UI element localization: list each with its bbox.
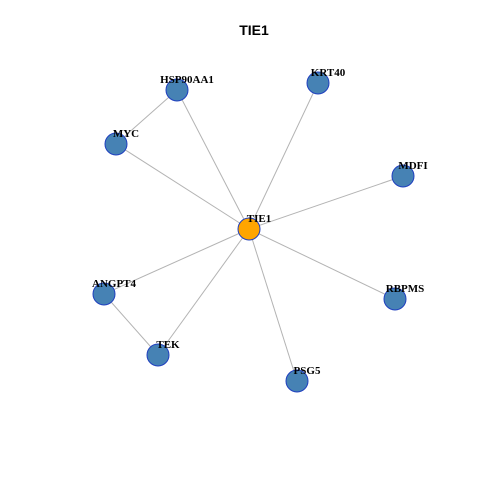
- edge-myc-hsp90aa1: [115, 89, 178, 145]
- edge-angpt4-tek: [103, 293, 159, 356]
- edge-tie1-mdfi: [248, 175, 404, 230]
- node-label-psg5: PSG5: [294, 365, 321, 377]
- diagram-title: TIE1: [239, 22, 269, 38]
- node-hsp90aa1[interactable]: [165, 78, 189, 102]
- edge-tie1-hsp90aa1: [176, 89, 250, 230]
- node-label-krt40: KRT40: [311, 67, 346, 79]
- edge-tie1-psg5: [248, 228, 298, 382]
- node-tie1[interactable]: [237, 217, 261, 241]
- node-label-rbpms: RBPMS: [386, 283, 425, 295]
- node-rbpms[interactable]: [383, 287, 407, 311]
- edge-tie1-tek: [157, 228, 250, 356]
- node-label-hsp90aa1: HSP90AA1: [160, 74, 214, 86]
- node-label-tie1: TIE1: [247, 213, 271, 225]
- node-krt40[interactable]: [306, 71, 330, 95]
- edge-tie1-rbpms: [248, 228, 396, 300]
- node-label-angpt4: ANGPT4: [92, 278, 137, 290]
- node-mdfi[interactable]: [391, 164, 415, 188]
- edge-tie1-myc: [115, 143, 250, 230]
- node-myc[interactable]: [104, 132, 128, 156]
- edge-layer: [103, 82, 404, 382]
- node-tek[interactable]: [146, 343, 170, 367]
- edge-tie1-krt40: [248, 82, 319, 230]
- node-label-tek: TEK: [156, 339, 180, 351]
- node-label-myc: MYC: [113, 128, 139, 140]
- node-psg5[interactable]: [285, 369, 309, 393]
- edge-tie1-angpt4: [103, 228, 250, 295]
- node-label-mdfi: MDFI: [398, 160, 427, 172]
- node-angpt4[interactable]: [92, 282, 116, 306]
